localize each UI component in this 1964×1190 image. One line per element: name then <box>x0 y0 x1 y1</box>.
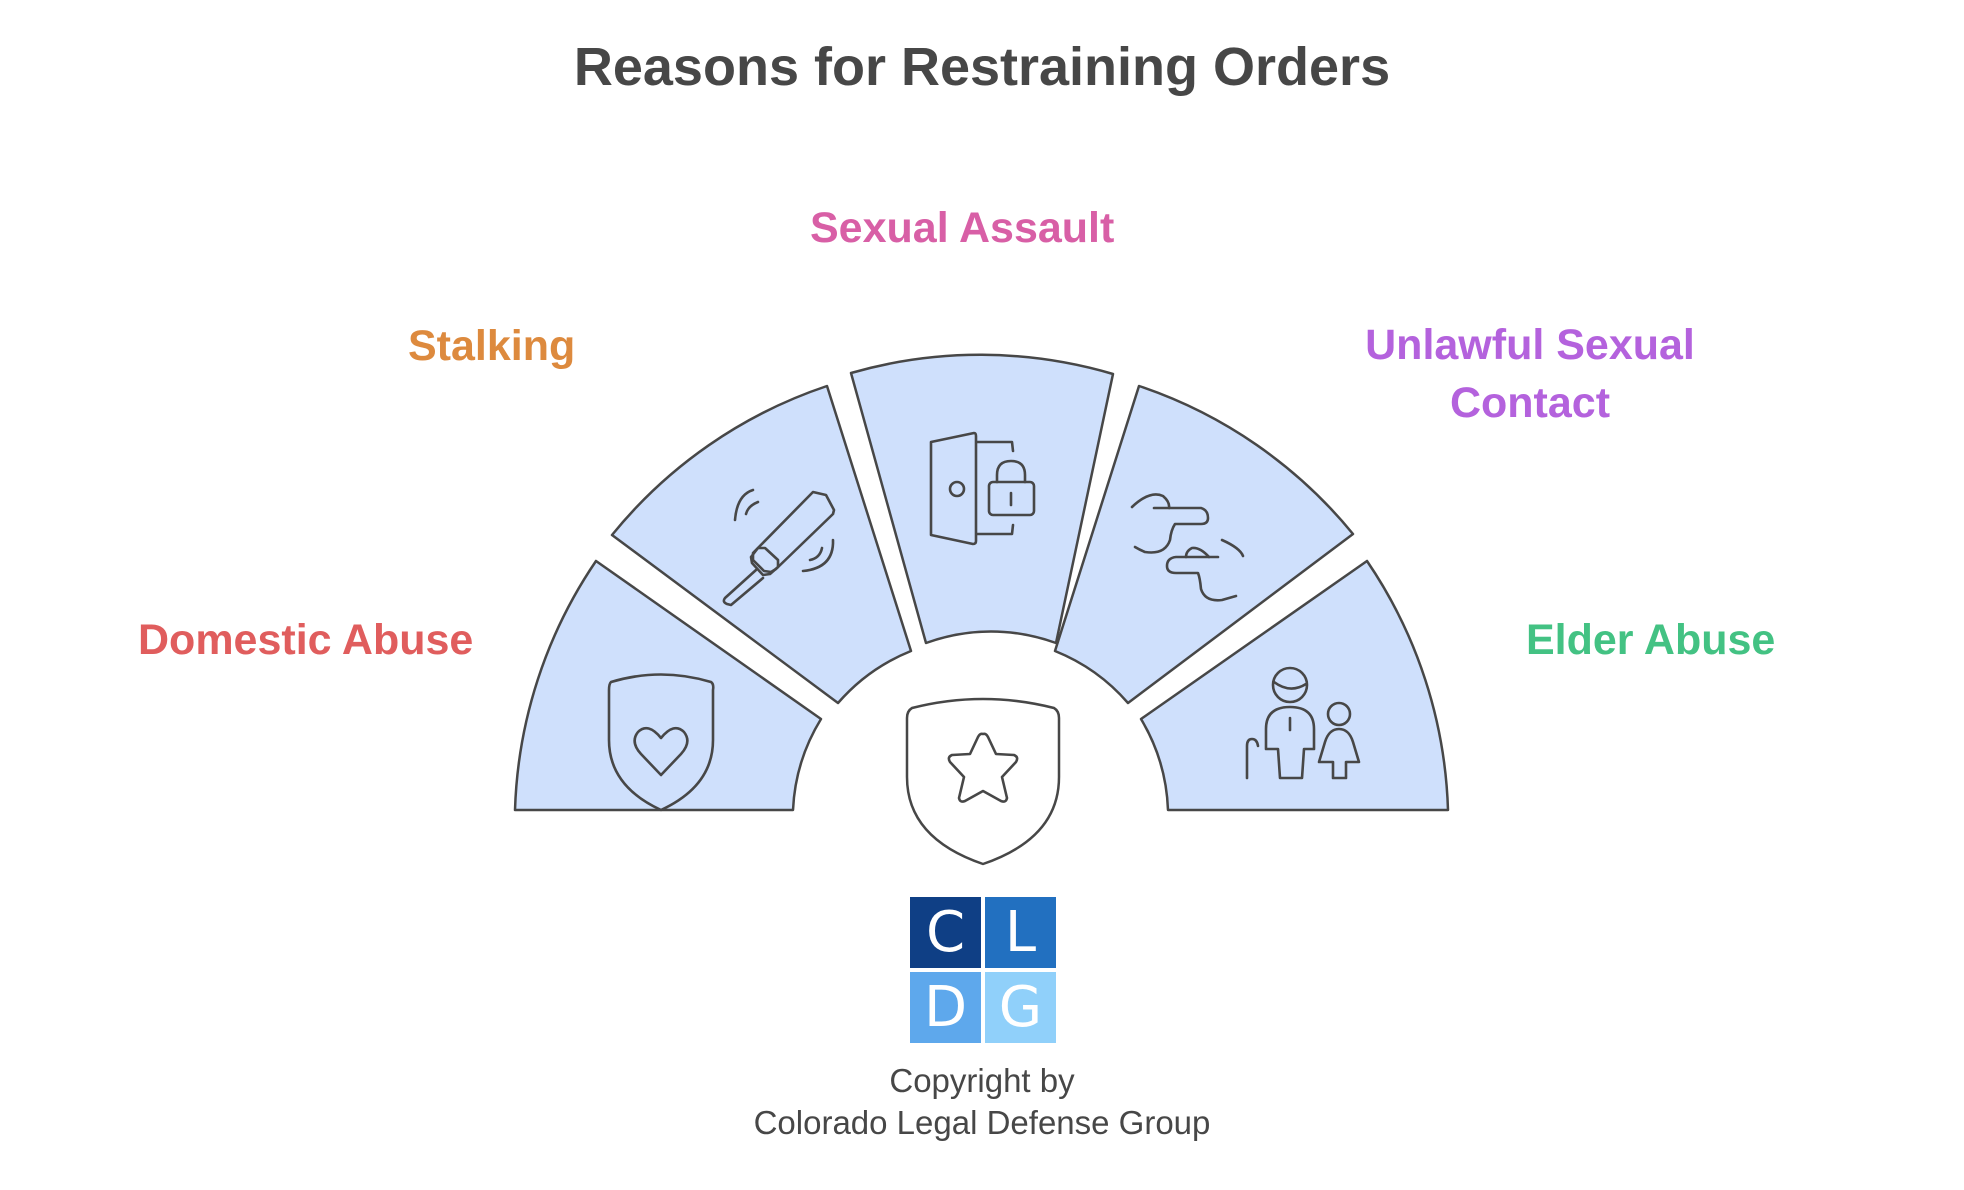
copyright-line2: Colorado Legal Defense Group <box>753 1104 1211 1141</box>
label-text: Sexual Assault <box>810 204 1115 252</box>
logo-cell-c: C <box>910 897 981 968</box>
shield-heart-icon <box>607 673 715 812</box>
logo-cell-g: G <box>985 972 1056 1043</box>
elder-child-icon <box>1245 666 1361 780</box>
label-domestic-abuse: Domestic Abuse <box>138 611 473 669</box>
shield-star-icon <box>905 697 1061 866</box>
segment-elder-abuse <box>1139 559 1450 812</box>
cldg-logo: C L D G <box>910 897 1056 1043</box>
segment-unlawful-sexual-contact <box>1053 384 1355 705</box>
segment-sexual-assault <box>849 353 1115 645</box>
label-text: Domestic Abuse <box>138 616 474 664</box>
hands-icon <box>1130 493 1245 602</box>
metal-detector-icon <box>722 488 836 607</box>
copyright-line1: Copyright by <box>889 1062 1075 1099</box>
logo-cell-l: L <box>985 897 1056 968</box>
label-stalking: Stalking <box>408 317 575 375</box>
label-text: Stalking <box>408 322 576 370</box>
logo-cell-d: D <box>910 972 981 1043</box>
label-text-line1: Unlawful Sexual <box>1365 321 1695 369</box>
door-lock-icon <box>929 431 1036 546</box>
label-unlawful-sexual-contact: Unlawful Sexual Contact <box>1342 316 1718 432</box>
segment-domestic-abuse <box>513 559 823 812</box>
label-elder-abuse: Elder Abuse <box>1526 611 1775 669</box>
label-sexual-assault: Sexual Assault <box>810 199 1114 257</box>
label-text: Elder Abuse <box>1526 616 1776 664</box>
label-text-line2: Contact <box>1449 379 1611 427</box>
page-title: Reasons for Restraining Orders <box>573 37 1391 97</box>
